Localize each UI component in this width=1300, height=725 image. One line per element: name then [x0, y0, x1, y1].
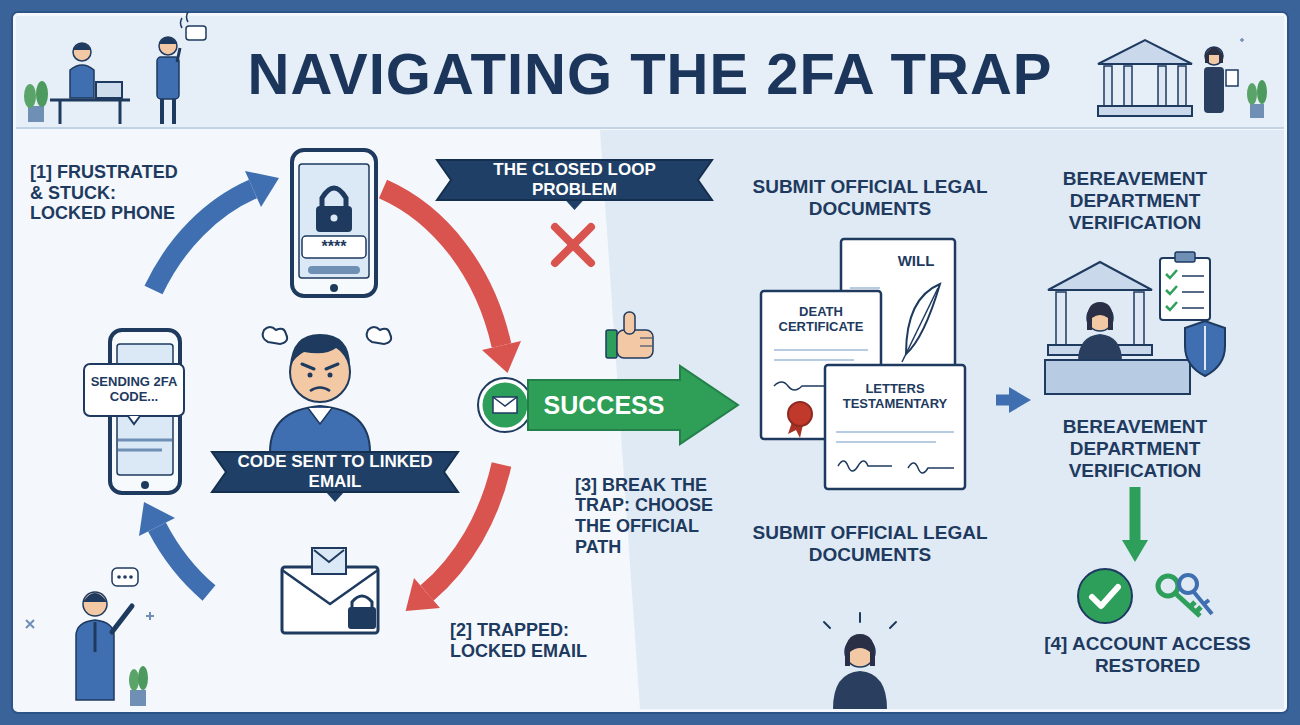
document-title: WILL	[898, 252, 935, 269]
shape-part	[528, 366, 738, 444]
text-slot: SENDING 2FA CODE...	[84, 364, 184, 416]
shape-part	[84, 364, 184, 416]
text-slot: [1] FRUSTRATED & STUCK: LOCKED PHONE	[30, 160, 192, 226]
documents-group: SUBMIT OFFICIAL LEGAL DOCUMENTS SUBMIT OF…	[748, 172, 992, 570]
email-icon	[478, 378, 532, 432]
locked-phone-shape	[290, 148, 378, 298]
shape-part	[141, 481, 149, 489]
access-restored: [4] ACCOUNT ACCESS RESTORED	[1040, 566, 1255, 684]
shape-part	[838, 461, 892, 471]
red-cross	[555, 227, 591, 263]
frustrated-man	[263, 327, 391, 452]
text-slot: [3] BREAK THE TRAP: CHOOSE THE OFFICIAL …	[575, 470, 745, 562]
bereavement-desk	[1045, 252, 1225, 394]
shape-label: SENDING 2FA CODE...	[84, 375, 184, 405]
success-arrow: SUCCESS	[528, 366, 738, 444]
shape-part	[299, 164, 369, 278]
office-scene	[24, 12, 206, 124]
shape-part	[316, 206, 352, 232]
diagram-title: NAVIGATING THE 2FA TRAP	[248, 41, 1053, 108]
section-heading: BEREAVEMENT DEPARTMENT VERIFICATION	[1035, 416, 1235, 482]
shape-part	[331, 215, 338, 222]
shape-part	[788, 402, 812, 426]
letters-document: LETTERS TESTAMENTARY	[824, 364, 966, 490]
document-title: LETTERS TESTAMENTARY	[828, 382, 962, 412]
text-slot: THE CLOSED LOOP PROBLEM	[455, 160, 694, 200]
shape-part	[902, 288, 938, 362]
text-slot: WILL	[880, 248, 952, 274]
step-label: [2] TRAPPED: LOCKED EMAIL	[450, 620, 610, 661]
email-banner: CODE SENT TO LINKED EMAIL	[212, 452, 458, 492]
loop-arrows	[139, 171, 521, 611]
section-heading: SUBMIT OFFICIAL LEGAL DOCUMENTS	[748, 522, 992, 566]
shape-part	[212, 452, 458, 492]
text-slot: LETTERS TESTAMENTARY	[828, 376, 962, 418]
step-label: [3] BREAK THE TRAP: CHOOSE THE OFFICIAL …	[575, 475, 745, 558]
shape-part	[128, 416, 140, 424]
shape-part	[836, 432, 954, 442]
shape-part	[118, 440, 172, 450]
shape-part	[437, 160, 712, 200]
document-title: DEATH CERTIFICATE	[764, 305, 878, 335]
locked-phone: ****	[290, 148, 378, 298]
band-line	[16, 127, 1284, 129]
text-slot: DEATH CERTIFICATE	[764, 300, 878, 340]
text-slot: ****	[304, 236, 364, 258]
text-slot: SUBMIT OFFICIAL LEGAL DOCUMENTS	[748, 518, 992, 570]
text-slot: NAVIGATING THE 2FA TRAP	[150, 30, 1150, 118]
shape-part	[302, 236, 366, 258]
text-slot: SUCCESS	[528, 366, 680, 444]
relieved-woman	[824, 613, 896, 709]
flow-arrow	[996, 395, 1009, 406]
shape-part	[322, 188, 346, 208]
bereavement-department: BEREAVEMENT DEPARTMENT VERIFICATION BEREA…	[1035, 165, 1235, 483]
problem-banner: THE CLOSED LOOP PROBLEM	[437, 160, 712, 200]
text-slot: BEREAVEMENT DEPARTMENT VERIFICATION	[1035, 165, 1235, 237]
shape-part	[825, 365, 965, 489]
step-label: [1] FRUSTRATED & STUCK: LOCKED PHONE	[30, 162, 192, 224]
panel	[12, 12, 1288, 713]
title-band	[16, 16, 1284, 128]
shape-part	[308, 266, 360, 274]
bank-building	[1098, 38, 1267, 118]
text-slot: [4] ACCOUNT ACCESS RESTORED	[1040, 628, 1255, 682]
success-check	[1078, 569, 1212, 623]
section-heading: SUBMIT OFFICIAL LEGAL DOCUMENTS	[748, 176, 992, 220]
sending-phone: SENDING 2FA CODE...	[108, 328, 182, 495]
section-heading: [4] ACCOUNT ACCESS RESTORED	[1040, 633, 1255, 677]
pointing-man	[26, 568, 154, 706]
shape-label: CODE SENT TO LINKED EMAIL	[228, 452, 442, 491]
locked-envelope	[282, 548, 378, 633]
shape-part	[850, 288, 880, 308]
section-heading: BEREAVEMENT DEPARTMENT VERIFICATION	[1035, 168, 1235, 234]
shape-part	[908, 463, 954, 473]
flow-arrow	[1130, 487, 1141, 540]
shape-part	[330, 284, 338, 292]
text-slot: BEREAVEMENT DEPARTMENT VERIFICATION	[1035, 415, 1235, 483]
shape-part	[292, 150, 376, 296]
shape-label: ****	[322, 238, 347, 256]
shape-label: SUCCESS	[544, 391, 665, 420]
text-slot: SUBMIT OFFICIAL LEGAL DOCUMENTS	[748, 172, 992, 224]
shape-label: THE CLOSED LOOP PROBLEM	[455, 160, 694, 199]
text-slot: CODE SENT TO LINKED EMAIL	[228, 452, 442, 492]
thumbs-up	[606, 312, 653, 358]
text-slot: [2] TRAPPED: LOCKED EMAIL	[450, 618, 610, 664]
sending-phone-shape	[108, 328, 182, 495]
shape-part	[774, 350, 868, 360]
